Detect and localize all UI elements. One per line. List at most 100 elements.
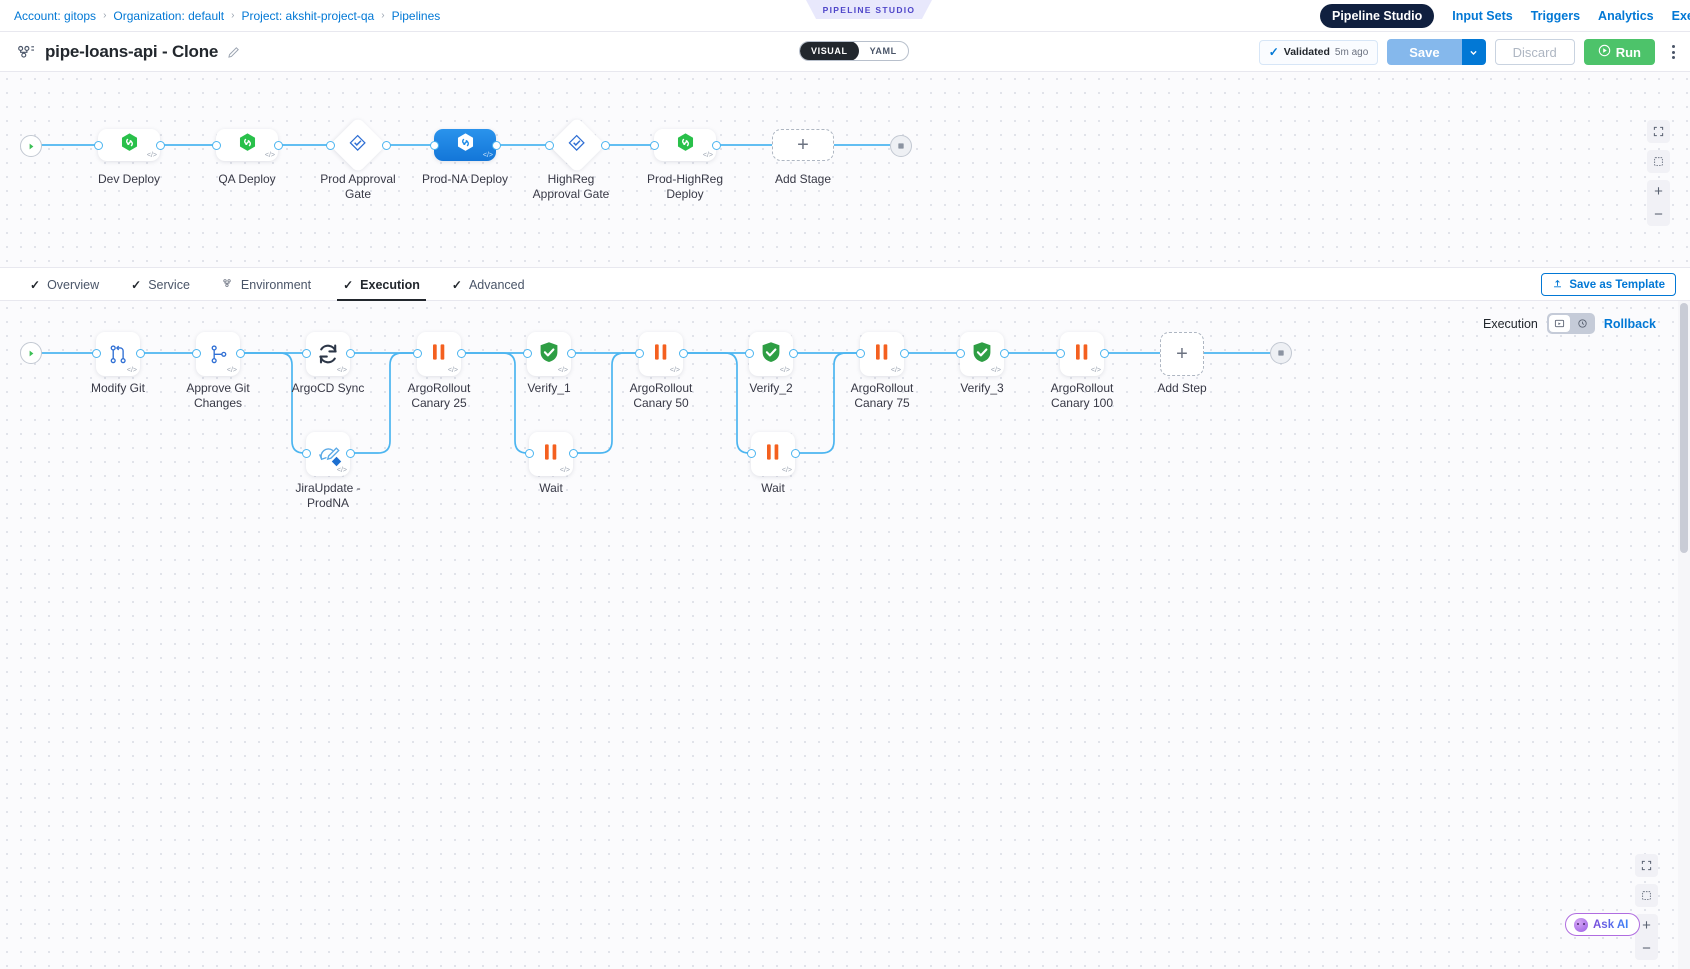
- stage-box-selected[interactable]: </>: [434, 129, 496, 161]
- nav-triggers[interactable]: Triggers: [1530, 9, 1581, 23]
- step-port-out[interactable]: [568, 448, 578, 458]
- pencil-icon[interactable]: [227, 46, 240, 59]
- rollback-label[interactable]: Rollback: [1603, 316, 1656, 331]
- chevron-down-icon[interactable]: [1461, 39, 1486, 65]
- stage-port-out[interactable]: [600, 140, 610, 150]
- step-port-out[interactable]: [899, 348, 909, 358]
- step-port-out[interactable]: [235, 348, 245, 358]
- add-stage-button[interactable]: +: [772, 129, 834, 161]
- step-port-in[interactable]: [746, 448, 756, 458]
- step-port-in[interactable]: [1055, 348, 1065, 358]
- stage-port-out[interactable]: [711, 140, 721, 150]
- fit-to-screen-icon[interactable]: [1635, 884, 1658, 907]
- step-port-out[interactable]: [788, 348, 798, 358]
- step-port-in[interactable]: [91, 348, 101, 358]
- zoom-out-button[interactable]: −: [1654, 206, 1663, 223]
- stage-port-out[interactable]: [491, 140, 501, 150]
- run-button[interactable]: Run: [1583, 39, 1655, 65]
- step-port-out[interactable]: [345, 348, 355, 358]
- fullscreen-icon[interactable]: [1635, 854, 1658, 877]
- rollback-toggle-segment[interactable]: [1572, 315, 1593, 332]
- fit-to-screen-icon[interactable]: [1647, 150, 1670, 173]
- breadcrumb-organization[interactable]: Organization: default: [113, 8, 225, 23]
- save-button-group[interactable]: Save: [1387, 39, 1486, 65]
- stage-diamond[interactable]: [548, 116, 606, 174]
- tab-environment[interactable]: Environment: [206, 268, 327, 301]
- step-port-out[interactable]: [456, 348, 466, 358]
- zoom-in-button[interactable]: +: [1654, 183, 1663, 200]
- step-box[interactable]: </>: [529, 432, 573, 476]
- stage-port-in[interactable]: [429, 140, 439, 150]
- stage-box[interactable]: </>: [98, 129, 160, 161]
- stage-diamond[interactable]: [329, 116, 387, 174]
- zoom-in-button[interactable]: +: [1642, 917, 1651, 934]
- step-box[interactable]: </>: [96, 332, 140, 376]
- step-port-in[interactable]: [855, 348, 865, 358]
- stage-box[interactable]: </>: [216, 129, 278, 161]
- stage-port-in[interactable]: [649, 140, 659, 150]
- nav-pipeline-studio[interactable]: Pipeline Studio: [1320, 4, 1435, 28]
- step-port-out[interactable]: [135, 348, 145, 358]
- canvas-vertical-scrollbar[interactable]: [1678, 301, 1690, 969]
- nav-analytics[interactable]: Analytics: [1598, 9, 1654, 23]
- tab-execution[interactable]: ✓ Execution: [327, 268, 436, 301]
- step-port-out[interactable]: [999, 348, 1009, 358]
- stage-graph-canvas[interactable]: </> Dev Deploy </> QA Deploy: [0, 72, 1690, 268]
- step-port-in[interactable]: [522, 348, 532, 358]
- breadcrumb-project[interactable]: Project: akshit-project-qa: [241, 8, 375, 23]
- kebab-menu-icon[interactable]: [1664, 39, 1682, 65]
- step-box[interactable]: </>: [960, 332, 1004, 376]
- breadcrumb-pipelines[interactable]: Pipelines: [391, 8, 441, 23]
- step-port-in[interactable]: [412, 348, 422, 358]
- zoom-out-button[interactable]: −: [1642, 940, 1651, 957]
- step-box[interactable]: </>: [860, 332, 904, 376]
- stage-port-in[interactable]: [544, 140, 554, 150]
- toggle-visual[interactable]: VISUAL: [800, 42, 859, 60]
- save-button[interactable]: Save: [1387, 39, 1462, 65]
- stage-port-out[interactable]: [273, 140, 283, 150]
- step-port-out[interactable]: [790, 448, 800, 458]
- step-port-out[interactable]: [678, 348, 688, 358]
- toggle-yaml[interactable]: YAML: [869, 46, 897, 56]
- step-box[interactable]: </>: [306, 332, 350, 376]
- discard-button[interactable]: Discard: [1494, 39, 1575, 65]
- execution-steps-canvas[interactable]: Execution Rollback: [0, 301, 1678, 969]
- fullscreen-icon[interactable]: [1647, 120, 1670, 143]
- execution-toggle-segment[interactable]: [1548, 315, 1570, 332]
- stage-box[interactable]: </>: [654, 129, 716, 161]
- step-box[interactable]: </>: [417, 332, 461, 376]
- ask-ai-button[interactable]: Ask AI: [1565, 913, 1641, 936]
- nav-execution-history[interactable]: Execution H: [1671, 9, 1690, 23]
- breadcrumb-account[interactable]: Account: gitops: [14, 8, 97, 23]
- stage-port-out[interactable]: [155, 140, 165, 150]
- step-port-in[interactable]: [524, 448, 534, 458]
- step-port-in[interactable]: [955, 348, 965, 358]
- scrollbar-thumb[interactable]: [1680, 303, 1688, 553]
- stage-port-in[interactable]: [325, 140, 335, 150]
- step-port-out[interactable]: [1099, 348, 1109, 358]
- step-box[interactable]: </>: [749, 332, 793, 376]
- step-box[interactable]: </>: [1060, 332, 1104, 376]
- step-port-in[interactable]: [191, 348, 201, 358]
- visual-yaml-toggle[interactable]: VISUAL YAML: [799, 41, 909, 61]
- step-port-in[interactable]: [301, 448, 311, 458]
- step-port-in[interactable]: [634, 348, 644, 358]
- step-port-out[interactable]: [566, 348, 576, 358]
- execution-rollback-toggle[interactable]: [1546, 313, 1595, 334]
- step-box[interactable]: </>: [751, 432, 795, 476]
- step-port-out[interactable]: [345, 448, 355, 458]
- tab-overview[interactable]: ✓ Overview: [14, 268, 115, 301]
- step-port-in[interactable]: [301, 348, 311, 358]
- nav-input-sets[interactable]: Input Sets: [1452, 9, 1513, 23]
- stage-port-in[interactable]: [93, 140, 103, 150]
- tab-advanced[interactable]: ✓ Advanced: [436, 268, 541, 301]
- step-box[interactable]: </>: [306, 432, 350, 476]
- tab-service[interactable]: ✓ Service: [115, 268, 206, 301]
- stage-port-out[interactable]: [381, 140, 391, 150]
- step-port-in[interactable]: [744, 348, 754, 358]
- stage-port-in[interactable]: [211, 140, 221, 150]
- save-as-template-button[interactable]: Save as Template: [1541, 273, 1676, 296]
- step-box[interactable]: </>: [639, 332, 683, 376]
- add-step-button[interactable]: +: [1160, 332, 1204, 376]
- step-box[interactable]: </>: [196, 332, 240, 376]
